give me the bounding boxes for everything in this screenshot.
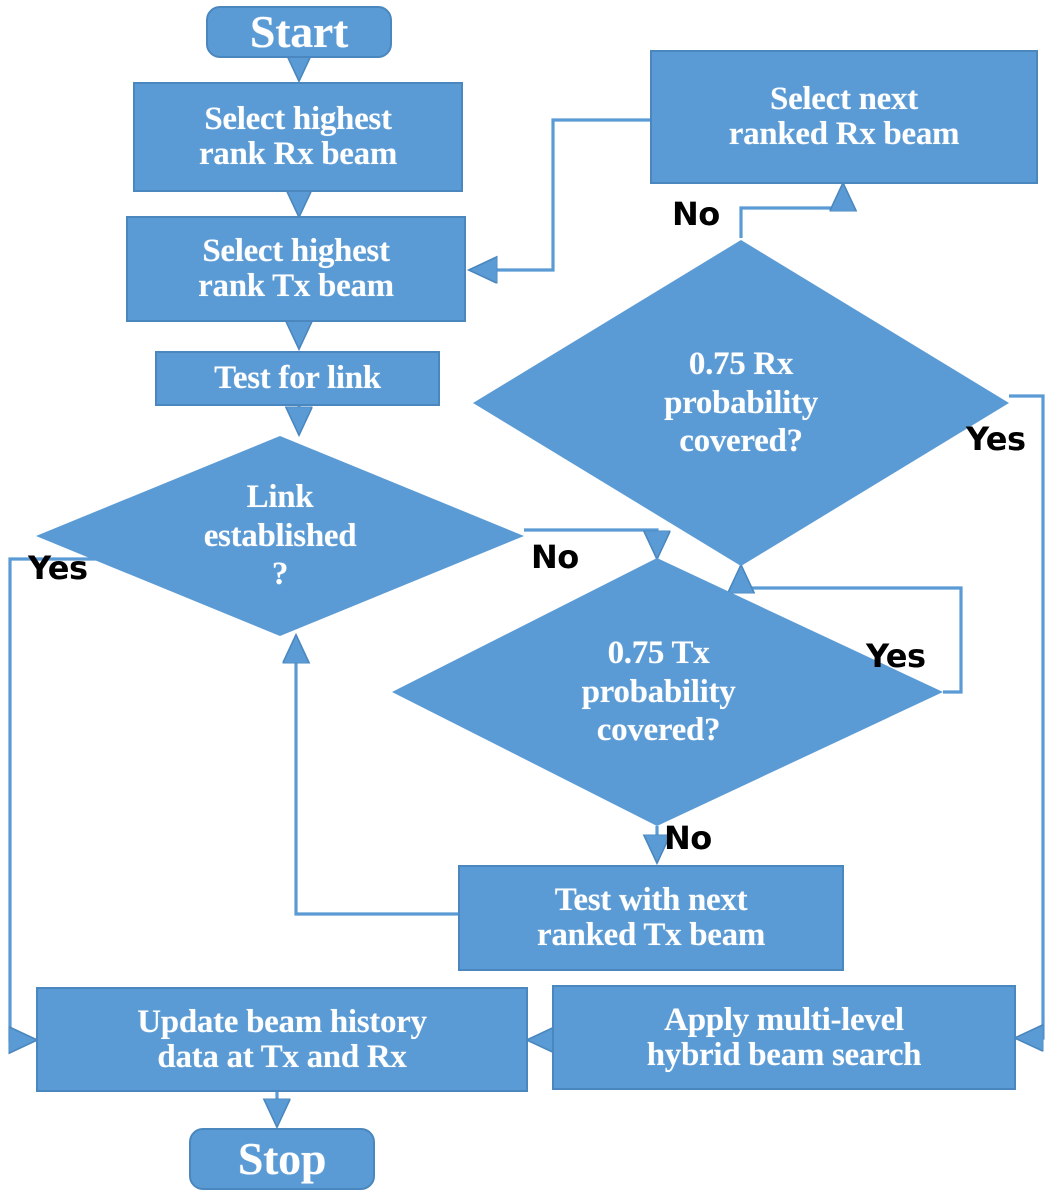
- node-stop[interactable]: Stop: [189, 1128, 375, 1190]
- rx-probability-diamond-shape: [473, 240, 1009, 566]
- tx-probability-diamond-shape: [392, 558, 943, 826]
- node-select-highest-rank-rx-beam[interactable]: Select highest rank Rx beam: [133, 82, 463, 192]
- edge-label-link-no: No: [531, 538, 579, 576]
- edge-label-tx-yes: Yes: [866, 637, 926, 675]
- link-established-diamond-shape: [36, 436, 524, 636]
- node-apply-multi-level-hybrid-beam-search-label: Apply multi-level hybrid beam search: [646, 1001, 922, 1073]
- node-start[interactable]: Start: [206, 6, 392, 58]
- node-update-beam-history-label: Update beam history data at Tx and Rx: [137, 1003, 427, 1075]
- node-test-for-link-label: Test for link: [214, 360, 381, 397]
- node-start-label: Start: [249, 5, 349, 57]
- node-apply-multi-level-hybrid-beam-search[interactable]: Apply multi-level hybrid beam search: [552, 985, 1016, 1090]
- node-rx-probability-covered[interactable]: 0.75 Rx probability covered?: [473, 240, 1009, 566]
- node-tx-probability-covered-label: 0.75 Tx probability covered?: [581, 634, 736, 749]
- node-test-with-next-ranked-tx-beam-label: Test with next ranked Tx beam: [536, 882, 766, 953]
- node-update-beam-history[interactable]: Update beam history data at Tx and Rx: [36, 987, 528, 1092]
- node-tx-probability-covered[interactable]: 0.75 Tx probability covered?: [392, 558, 943, 826]
- edge-rx-no-to-selectnextrx: [739, 184, 843, 238]
- node-select-highest-rank-tx-beam-label: Select highest rank Tx beam: [198, 233, 394, 304]
- node-select-highest-rank-tx-beam[interactable]: Select highest rank Tx beam: [126, 216, 466, 322]
- node-rx-probability-covered-label: 0.75 Rx probability covered?: [664, 345, 818, 460]
- edge-label-tx-no: No: [664, 819, 712, 857]
- node-select-next-ranked-rx-beam-label: Select next ranked Rx beam: [728, 81, 960, 152]
- edge-label-rx-yes: Yes: [966, 420, 1026, 458]
- node-test-with-next-ranked-tx-beam[interactable]: Test with next ranked Tx beam: [458, 865, 844, 971]
- node-link-established-label: Link established ?: [203, 478, 357, 593]
- node-select-highest-rank-rx-beam-label: Select highest rank Rx beam: [198, 101, 398, 172]
- edge-rx-yes-to-applysearch: [1009, 394, 1045, 1038]
- node-select-next-ranked-rx-beam[interactable]: Select next ranked Rx beam: [650, 50, 1038, 184]
- node-test-for-link[interactable]: Test for link: [155, 351, 440, 406]
- edge-label-rx-no: No: [672, 195, 720, 233]
- node-stop-label: Stop: [237, 1132, 327, 1184]
- node-link-established[interactable]: Link established ?: [36, 436, 524, 636]
- edge-label-link-yes: Yes: [28, 549, 88, 587]
